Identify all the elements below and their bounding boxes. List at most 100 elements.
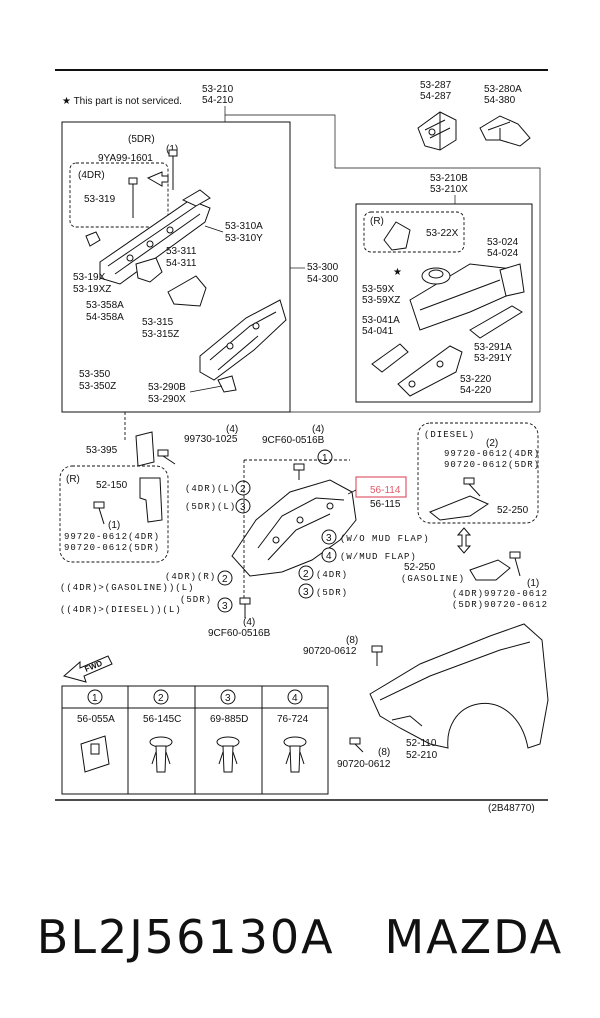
label-56-115: 56-115 — [370, 499, 401, 510]
bolt-icon — [509, 551, 521, 577]
legend-number-2 — [153, 689, 169, 705]
label-53-350z: 53-350Z — [79, 381, 116, 392]
bracket-53-041-drawing — [371, 343, 409, 373]
label-n4-lower: (4) — [243, 617, 255, 628]
label-54-300: 54-300 — [307, 274, 339, 285]
label-r-num: (1) — [108, 520, 120, 531]
legend-part-number: 69-885D — [210, 714, 248, 725]
label-53-310a: 53-310A — [225, 221, 263, 232]
legend-part-number: 56-145C — [143, 714, 181, 725]
label-5dr: (5DR) — [128, 134, 155, 145]
label-53-291a: 53-291A — [474, 342, 512, 353]
label-4dr-l: (4DR)(L) — [185, 484, 236, 494]
svg-text:3: 3 — [303, 587, 309, 598]
label-53-311: 53-311 — [166, 246, 197, 257]
swap-arrow-icon — [456, 527, 472, 554]
legend-part-number: 76-724 — [277, 714, 309, 725]
label-gasoline-line: ((4DR)>(GASOLINE))(L) — [60, 583, 194, 593]
label-gas-4dr: (4DR)99720-0612 — [452, 589, 548, 599]
bracket-53-22x-drawing — [383, 221, 411, 251]
legend-number-3 — [220, 689, 236, 705]
mud-guard-56-114-drawing — [231, 479, 357, 577]
push-clip-icon — [283, 736, 307, 773]
label-4dr-r: (4DR)(R) — [165, 572, 216, 582]
label-gas-num: (1) — [527, 578, 539, 589]
callout-2 — [217, 570, 233, 586]
bracket-52-150-drawing — [139, 477, 163, 523]
label-53-358a: 53-358A — [86, 300, 124, 311]
label-n4-b: (4) — [312, 424, 324, 435]
callout-3 — [321, 529, 337, 545]
label-n4: (4) — [226, 424, 238, 435]
push-clip-icon — [216, 736, 240, 773]
label-54-380: 54-380 — [484, 95, 516, 106]
label-9cf60-0516b: 9CF60-0516B — [262, 435, 325, 446]
label-54-041: 54-041 — [362, 326, 394, 337]
label-54-024: 54-024 — [487, 248, 519, 259]
screw-icon — [239, 597, 251, 618]
label-fender-bolt: 90720-0612 — [303, 646, 357, 657]
label-w-mud-flap: (W/MUD FLAP) — [340, 552, 417, 562]
label-53-315z: 53-315Z — [142, 329, 179, 340]
apron-53-59x-drawing — [409, 263, 525, 331]
direction-arrow-icon — [146, 171, 169, 187]
bolt-icon — [93, 501, 105, 525]
label-fender-bolt2-n: (8) — [378, 747, 390, 758]
fastener-legend-table — [61, 685, 329, 795]
label-52-110: 52-110 — [406, 738, 437, 749]
label-53-210x: 53-210X — [430, 184, 468, 195]
label-4dr: (4DR) — [78, 170, 105, 181]
label-53-315: 53-315 — [142, 317, 174, 328]
bolt-icon — [157, 449, 176, 465]
label-fender-bolt-n: (8) — [346, 635, 358, 646]
label-53-024: 53-024 — [487, 237, 519, 248]
svg-text:1: 1 — [322, 453, 328, 464]
callout-2 — [298, 565, 314, 581]
svg-text:3: 3 — [240, 502, 246, 513]
label-diesel-4dr: 99720-0612(4DR) — [444, 449, 540, 459]
bracket-53-315-drawing — [167, 275, 207, 307]
svg-text:2: 2 — [240, 484, 246, 495]
label-53-220: 53-220 — [460, 374, 492, 385]
label-r-box: (R) — [66, 474, 80, 485]
label-53-280a: 53-280A — [484, 84, 522, 95]
label-53-22x: 53-22X — [426, 228, 459, 239]
callout-3 — [298, 583, 314, 599]
label-53-59x: 53-59X — [362, 284, 395, 295]
label-56-114: 56-114 — [370, 485, 401, 496]
label-52-210: 52-210 — [406, 750, 438, 761]
bracket-52-250-gas-drawing — [469, 559, 511, 581]
label-diesel: (DIESEL) — [424, 430, 475, 440]
label-53-287: 53-287 — [420, 80, 452, 91]
rail-53-291a-drawing — [469, 305, 523, 339]
bracket-53-280a-drawing — [479, 115, 531, 147]
drawing-id: (2B48770) — [488, 803, 535, 814]
label-5dr-l: (5DR)(L) — [185, 502, 236, 512]
label-52-150: 52-150 — [96, 480, 128, 491]
bolt-icon — [371, 645, 383, 666]
label-5dr-r: (5DR) — [180, 595, 212, 605]
legend-number-text: 1 — [92, 693, 98, 704]
label-r: (R) — [370, 216, 384, 227]
legend-number-1 — [87, 689, 103, 705]
forward-arrow-icon: FWD — [62, 655, 113, 683]
not-serviced-note: ★ This part is not serviced. — [62, 96, 182, 107]
label-53-59xz: 53-59XZ — [362, 295, 400, 306]
label-fender-bolt2: 90720-0612 — [337, 759, 391, 770]
label-9cf60-0516b-lower: 9CF60-0516B — [208, 628, 271, 639]
label-diesel-2: (2) — [486, 438, 498, 449]
callout-3 — [217, 597, 233, 613]
diesel-dashed-group — [417, 422, 539, 524]
label-9ya99-1601: 9YA99-1601 — [98, 153, 153, 164]
label-53-19xz: 53-19XZ — [73, 284, 111, 295]
label-54-210: 54-210 — [202, 95, 234, 106]
label-54-358a: 54-358A — [86, 312, 124, 323]
callout-1 — [317, 449, 333, 465]
legend-number-4 — [287, 689, 303, 705]
push-clip-icon — [149, 736, 173, 773]
highlight-box — [355, 476, 407, 498]
legend-number-text: 4 — [292, 693, 298, 704]
label-52-250-gas: 52-250 — [404, 562, 436, 573]
svg-text:3: 3 — [326, 533, 332, 544]
